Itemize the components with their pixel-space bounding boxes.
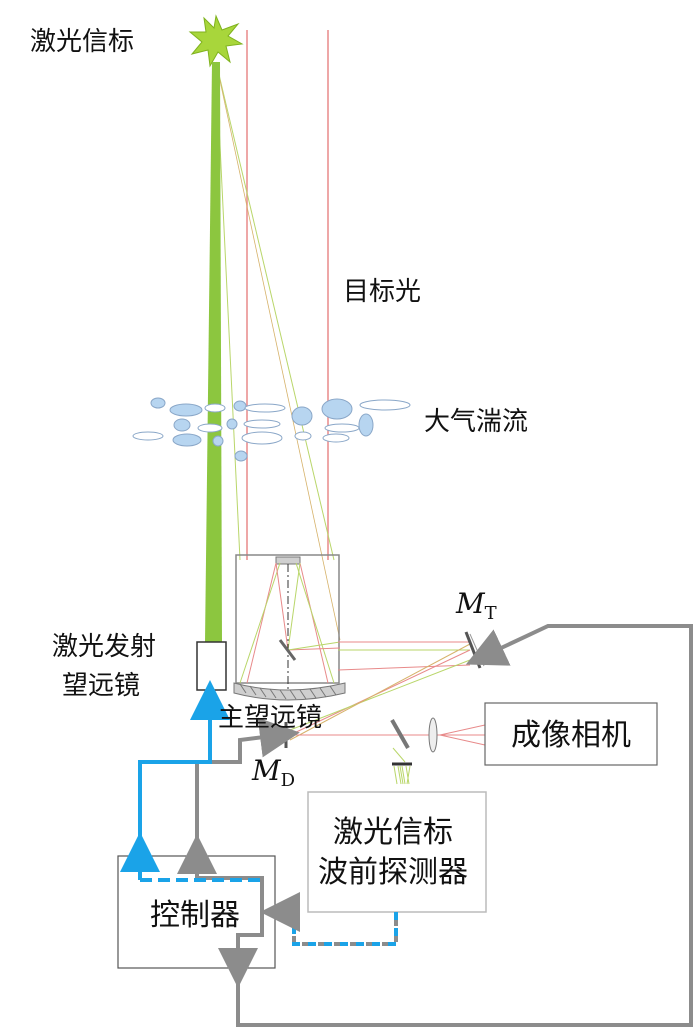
target-light-label: 目标光	[343, 277, 421, 307]
wfs-feedback-line	[260, 892, 398, 946]
wfs-label-line1: 激光信标	[333, 815, 453, 850]
tx-telescope-label-line2: 望远镜	[62, 671, 140, 701]
laser-uplink-beam	[205, 62, 222, 642]
laser-beacon-star-icon	[188, 14, 244, 68]
fold-mirror	[278, 639, 297, 661]
wfs-label-line2: 波前探测器	[318, 855, 468, 890]
beam-splitter	[390, 719, 410, 749]
imaging-camera-box	[484, 702, 658, 766]
beacon-label: 激光信标	[30, 27, 134, 57]
mt-control-line	[236, 624, 693, 1027]
relay-rays	[289, 641, 486, 746]
main-telescope-label: 主望远镜	[218, 703, 322, 733]
turbulence-label: 大气湍流	[424, 407, 528, 437]
mt-label: MT	[455, 587, 497, 624]
camera-label: 成像相机	[511, 718, 631, 753]
controller-label: 控制器	[150, 898, 240, 933]
wfs-feedback-line-gray	[292, 912, 398, 946]
laser-transmit-telescope	[196, 641, 227, 691]
telescope-internal-rays	[239, 562, 341, 690]
beacon-return-ray-right	[215, 61, 335, 561]
primary-mirror	[233, 682, 346, 701]
imaging-lens	[428, 717, 438, 753]
beacon-return-ray-far	[215, 61, 341, 641]
wavefront-sensor-box	[307, 791, 487, 913]
md-label: MD	[251, 754, 295, 791]
atmospheric-turbulence	[132, 397, 411, 462]
wfs-lenslet	[392, 747, 412, 785]
md-control-line	[195, 717, 300, 878]
launch-control-line	[138, 680, 230, 880]
tx-telescope-label-line1: 激光发射	[52, 632, 156, 662]
